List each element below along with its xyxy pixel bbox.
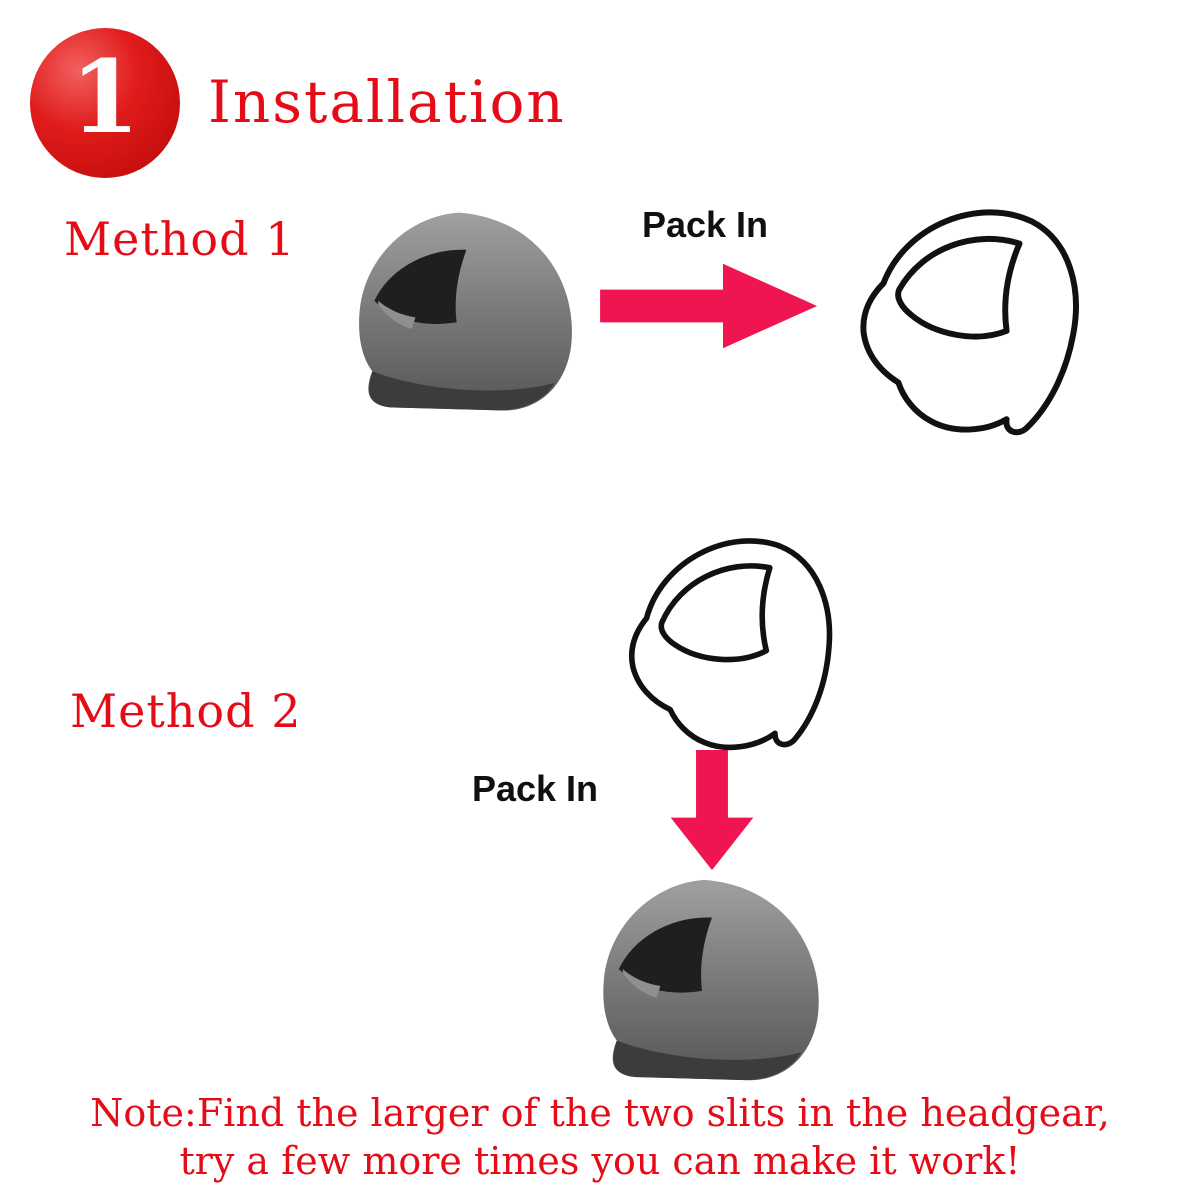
note-text: Note:Find the larger of the two slits in… <box>0 1090 1200 1185</box>
pack-in-label-1: Pack In <box>641 204 769 245</box>
helmet-cover-outline <box>860 209 1079 436</box>
arrow-down-glyph <box>670 750 754 871</box>
arrow-right-icon <box>598 258 823 354</box>
dark-helmet-icon <box>359 212 572 411</box>
helmet-cover-outline-icon-2 <box>588 518 840 770</box>
arrow-right-glyph <box>600 263 818 349</box>
method-1-label: Method 1 <box>64 212 296 266</box>
helmet-icon-method1 <box>345 200 580 425</box>
method-2-label: Method 2 <box>70 684 302 738</box>
dark-helmet-icon <box>603 879 819 1081</box>
note-line-1: Note:Find the larger of the two slits in… <box>90 1091 1110 1135</box>
helmet-icon-method2 <box>588 872 828 1090</box>
helmet-cover-outline-icon-1 <box>818 182 1086 454</box>
step-badge: 1 <box>30 28 180 178</box>
step-number: 1 <box>70 38 140 156</box>
note-line-2: try a few more times you can make it wor… <box>179 1138 1021 1183</box>
pack-in-label-2: Pack In <box>471 768 599 809</box>
page-title: Installation <box>208 68 566 136</box>
arrow-down-icon <box>662 750 762 872</box>
helmet-cover-outline <box>629 538 833 751</box>
